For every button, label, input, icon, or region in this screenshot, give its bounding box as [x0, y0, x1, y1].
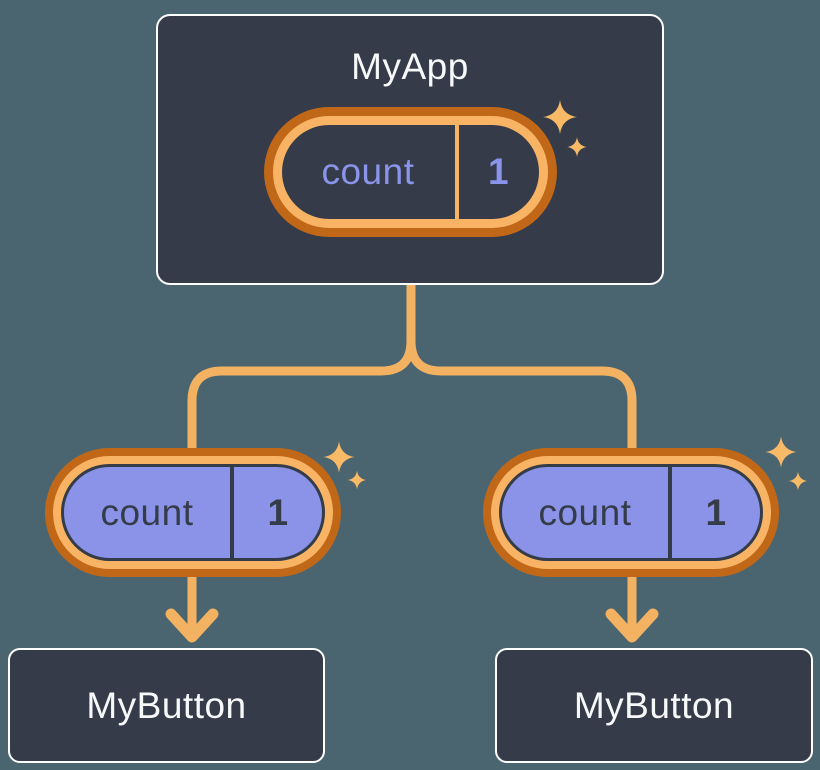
prop-pill-name: count	[100, 491, 194, 533]
node-mybutton-label: MyButton	[86, 684, 247, 726]
prop-pill-ring: count 1	[491, 456, 771, 569]
connector-left-branch	[187, 279, 416, 641]
sparkle-icon	[347, 470, 367, 490]
state-pill: count 1	[263, 107, 557, 237]
node-myapp: MyApp count 1	[156, 14, 664, 285]
prop-pill-ring: count 1	[53, 456, 333, 569]
node-myapp-label: MyApp	[351, 46, 469, 87]
prop-pill-value: 1	[267, 491, 289, 533]
sparkle-icon	[788, 471, 808, 491]
prop-pill-value: 1	[705, 491, 727, 533]
sparkle-icon	[323, 441, 355, 473]
node-mybutton-label: MyButton	[573, 684, 735, 726]
arrow-down-icon	[165, 608, 219, 643]
state-pill-core: count 1	[281, 125, 539, 219]
state-pill-ring: count 1	[272, 116, 548, 228]
prop-pill-right: count 1	[483, 448, 779, 577]
arrow-down-icon	[605, 608, 659, 643]
prop-pill-divider	[230, 467, 234, 558]
prop-pill-name: count	[538, 491, 632, 533]
prop-pill-core: count 1	[499, 464, 763, 561]
connector-right-branch	[406, 279, 637, 641]
state-pill-name: count	[321, 151, 415, 192]
state-pill-value: 1	[487, 151, 510, 192]
prop-pill-divider	[668, 467, 672, 558]
node-mybutton-left: MyButton	[8, 648, 325, 763]
prop-pill-core: count 1	[61, 464, 325, 561]
node-mybutton-right: MyButton	[495, 648, 813, 763]
sparkle-icon	[543, 100, 577, 134]
state-pill-divider	[454, 125, 459, 219]
sparkle-icon	[765, 436, 797, 468]
prop-pill-left: count 1	[45, 448, 341, 577]
sparkle-icon	[567, 137, 587, 157]
